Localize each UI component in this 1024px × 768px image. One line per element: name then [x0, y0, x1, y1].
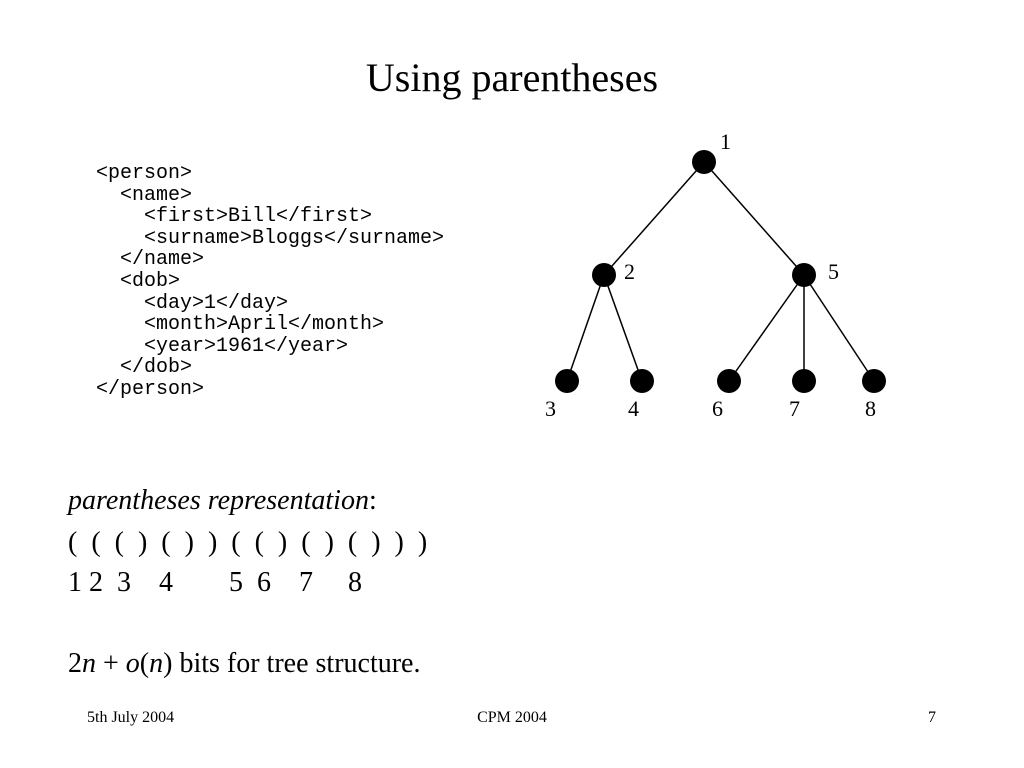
- tree-label-6: 6: [712, 396, 723, 421]
- xml-line: <name>: [96, 183, 193, 207]
- tree-edges: [566, 161, 875, 382]
- tree-nodes: [555, 150, 886, 393]
- tree-label-3: 3: [545, 396, 556, 421]
- tree-node-4: [630, 369, 654, 393]
- xml-line: </person>: [96, 377, 205, 401]
- tree-edge-1-5: [703, 161, 805, 276]
- tree-edge-5-8: [803, 274, 875, 382]
- representation-heading-colon: :: [368, 485, 377, 516]
- tree-edge-5-6: [728, 274, 805, 382]
- tree-node-7: [792, 369, 816, 393]
- xml-line: </name>: [96, 248, 205, 272]
- tree-diagram: 1 2 5 3 4 6 7 8: [545, 129, 886, 421]
- tree-node-5: [792, 263, 816, 287]
- footer-page-number: 7: [928, 709, 936, 726]
- xml-line: </dob>: [96, 356, 193, 380]
- xml-line: <person>: [96, 162, 193, 185]
- xml-line: <surname>Bloggs</surname>: [96, 226, 445, 250]
- tree-label-4: 4: [628, 396, 639, 421]
- bits-n-arg: n: [149, 648, 164, 679]
- tree-labels: 1 2 5 3 4 6 7 8: [545, 129, 876, 421]
- tree-edge-1-2: [603, 161, 705, 276]
- tree-edge-2-4: [603, 274, 643, 382]
- node-number-sequence: 1 2 3 4 5 6 7 8: [68, 567, 362, 598]
- tree-label-2: 2: [624, 259, 635, 284]
- xml-line: <day>1</day>: [96, 291, 289, 315]
- bits-open-paren: (: [139, 648, 150, 679]
- tree-node-2: [592, 263, 616, 287]
- bits-n: n: [82, 648, 96, 679]
- tree-node-1: [692, 150, 716, 174]
- tree-label-8: 8: [865, 396, 876, 421]
- xml-line: <dob>: [96, 269, 181, 293]
- parentheses-sequence: ( ( ( ) ( ) ) ( ( ) ( ) ( ) ) ): [68, 527, 428, 558]
- bits-statement: 2n + o(n) bits for tree structure.: [68, 647, 420, 681]
- tree-label-7: 7: [789, 396, 800, 421]
- footer-date: 5th July 2004: [87, 709, 175, 726]
- tree-node-3: [555, 369, 579, 393]
- slide-title: Using parentheses: [365, 55, 659, 100]
- tree-node-6: [717, 369, 741, 393]
- bits-o: o: [125, 648, 140, 679]
- tree-label-1: 1: [720, 129, 731, 154]
- xml-line: <month>April</month>: [96, 313, 385, 337]
- bits-close-paren: ): [163, 648, 173, 679]
- representation-heading-text: parentheses representation: [68, 485, 369, 516]
- bits-suffix: bits for tree structure.: [172, 648, 421, 679]
- xml-line: <first>Bill</first>: [96, 205, 373, 229]
- tree-label-5: 5: [828, 259, 839, 284]
- tree-edge-2-3: [566, 274, 605, 382]
- representation-heading: parentheses representation:: [68, 484, 377, 518]
- bits-prefix: 2: [68, 648, 82, 679]
- xml-code-block: <person> <name> <first>Bill</first> <sur…: [96, 163, 444, 401]
- footer-conference: CPM 2004: [477, 709, 547, 726]
- tree-node-8: [862, 369, 886, 393]
- xml-line: <year>1961</year>: [96, 334, 349, 358]
- bits-plus: +: [96, 648, 126, 679]
